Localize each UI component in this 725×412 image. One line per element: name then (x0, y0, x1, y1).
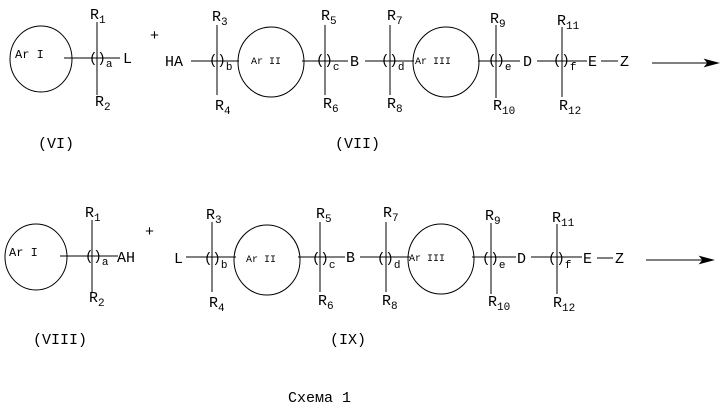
group-z: Z (615, 251, 624, 268)
repeat-unit-a: ()a (85, 249, 109, 269)
reaction-arrow-2 (646, 257, 713, 264)
substituent-r5: R5 (321, 8, 337, 28)
group-b: B (350, 54, 359, 71)
substituent-r5: R5 (316, 206, 332, 226)
repeat-unit-b: ()b (204, 251, 227, 272)
substituent-r11: R11 (557, 13, 580, 33)
substituent-r9: R9 (485, 208, 501, 228)
group-b: B (346, 250, 355, 267)
ring-label-ar-i: Ar I (15, 48, 44, 62)
compound-vii: HA R3 R4 ()b Ar II R5 R6 ()c B R7 R8 ()d… (165, 8, 629, 118)
compound-label-viii: (VIII) (33, 332, 87, 349)
substituent-r10: R10 (493, 98, 515, 118)
substituent-r11: R11 (552, 210, 575, 230)
substituent-r4: R4 (215, 98, 231, 118)
compound-vi: Ar I R1 R2 ()a L (10, 7, 132, 114)
group-ha: HA (165, 54, 183, 71)
group-ah: AH (117, 250, 135, 267)
reaction-arrow-1 (652, 60, 718, 67)
substituent-r10: R10 (488, 294, 510, 314)
ring-label-ar-iii: Ar III (409, 254, 445, 265)
repeat-unit-a: ()a (89, 51, 113, 71)
ring-label-ar-iii: Ar III (415, 57, 451, 68)
ring-label-ar-ii: Ar II (246, 255, 276, 266)
scheme-caption: Схема 1 (288, 390, 351, 407)
leaving-group-l: L (123, 51, 132, 68)
substituent-r2: R2 (89, 290, 105, 310)
substituent-r8: R8 (382, 293, 398, 313)
substituent-r6: R6 (323, 96, 339, 116)
substituent-r2: R2 (95, 94, 111, 114)
substituent-r12: R12 (553, 295, 575, 315)
group-z: Z (620, 54, 629, 71)
leaving-group-l: L (174, 251, 183, 268)
repeat-unit-f: ()f (548, 251, 571, 272)
ring-label-ar-ii: Ar II (251, 57, 281, 68)
compound-label-vi: (VI) (38, 136, 74, 153)
substituent-r4: R4 (209, 295, 225, 315)
substituent-r3: R3 (206, 207, 222, 227)
compound-ix: L R3 R4 ()b Ar II R5 R6 ()c B R7 R8 ()d … (174, 205, 624, 315)
substituent-r3: R3 (212, 9, 228, 29)
group-e: E (583, 251, 592, 268)
substituent-r7: R7 (387, 8, 403, 28)
substituent-r6: R6 (318, 293, 334, 313)
substituent-r8: R8 (387, 96, 403, 116)
substituent-r1: R1 (90, 7, 106, 27)
repeat-unit-c: ()c (316, 53, 339, 74)
compound-label-ix: (IX) (330, 332, 366, 349)
repeat-unit-d: ()d (377, 251, 400, 272)
plus-sign: + (145, 224, 154, 241)
group-d: D (523, 54, 532, 71)
repeat-unit-f: ()f (553, 53, 576, 74)
ring-label-ar-i: Ar I (9, 246, 38, 260)
substituent-r12: R12 (559, 98, 581, 118)
substituent-r9: R9 (490, 11, 506, 31)
repeat-unit-d: ()d (381, 53, 404, 74)
plus-sign: + (150, 28, 159, 45)
substituent-r1: R1 (85, 205, 101, 225)
group-d: D (517, 251, 526, 268)
repeat-unit-e: ()e (488, 53, 511, 74)
group-e: E (588, 54, 597, 71)
repeat-unit-e: ()e (482, 251, 505, 272)
compound-label-vii: (VII) (335, 136, 380, 153)
repeat-unit-c: ()c (312, 251, 335, 272)
compound-viii: Ar I R1 R2 ()a AH (5, 205, 135, 310)
substituent-r7: R7 (383, 205, 399, 225)
repeat-unit-b: ()b (209, 53, 232, 74)
